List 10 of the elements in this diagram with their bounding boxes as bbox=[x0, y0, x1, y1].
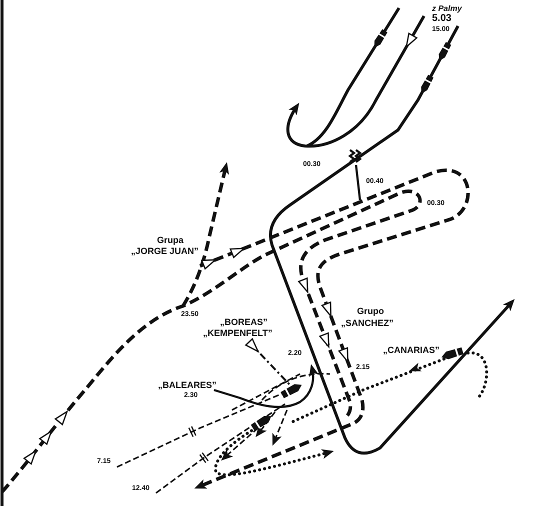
ship-name-label: „SANCHEZ” bbox=[341, 319, 394, 328]
time-label: 5.03 bbox=[432, 14, 452, 24]
group-label: Grupo bbox=[357, 307, 384, 316]
group-label: Grupa bbox=[157, 236, 184, 245]
ship-name-label: „BOREAS” bbox=[220, 318, 268, 327]
ship-name-label: „JORGE JUAN” bbox=[131, 247, 199, 256]
ship-name-label: „CANARIAS” bbox=[383, 346, 440, 355]
ship-name-label: „BALEARES” bbox=[158, 381, 217, 390]
ship-name-label: „KEMPENFELT” bbox=[203, 329, 272, 338]
origin-note: z Palmy bbox=[432, 5, 462, 13]
